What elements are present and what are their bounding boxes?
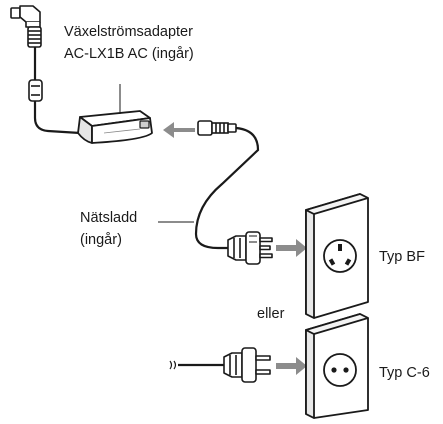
bf-plug-icon xyxy=(227,231,273,265)
adapter-label-line1: Växelströmsadapter xyxy=(64,24,193,40)
dc-cable xyxy=(33,47,81,135)
socket-bf-label: Typ BF xyxy=(379,249,425,265)
arrow-icon xyxy=(276,357,307,375)
cord-label-line1: Nätsladd xyxy=(80,210,137,226)
socket-c6-label: Typ C-6 xyxy=(379,365,430,381)
cord-label-line2: (ingår) xyxy=(80,232,122,248)
c6-socket-icon xyxy=(305,313,369,419)
dc-plug-icon xyxy=(10,5,42,48)
adapter-label-line2: AC-LX1B AC (ingår) xyxy=(64,46,194,62)
bf-socket-icon xyxy=(305,193,369,319)
appliance-connector-icon xyxy=(197,120,237,136)
arrow-icon xyxy=(163,122,195,138)
c6-cable xyxy=(169,360,224,370)
ac-adapter-icon xyxy=(77,110,153,144)
c6-plug-icon xyxy=(223,347,271,383)
or-label: eller xyxy=(257,306,285,322)
arrow-icon xyxy=(276,239,307,257)
ferrite-core-icon xyxy=(28,79,43,102)
power-cord xyxy=(194,126,260,250)
